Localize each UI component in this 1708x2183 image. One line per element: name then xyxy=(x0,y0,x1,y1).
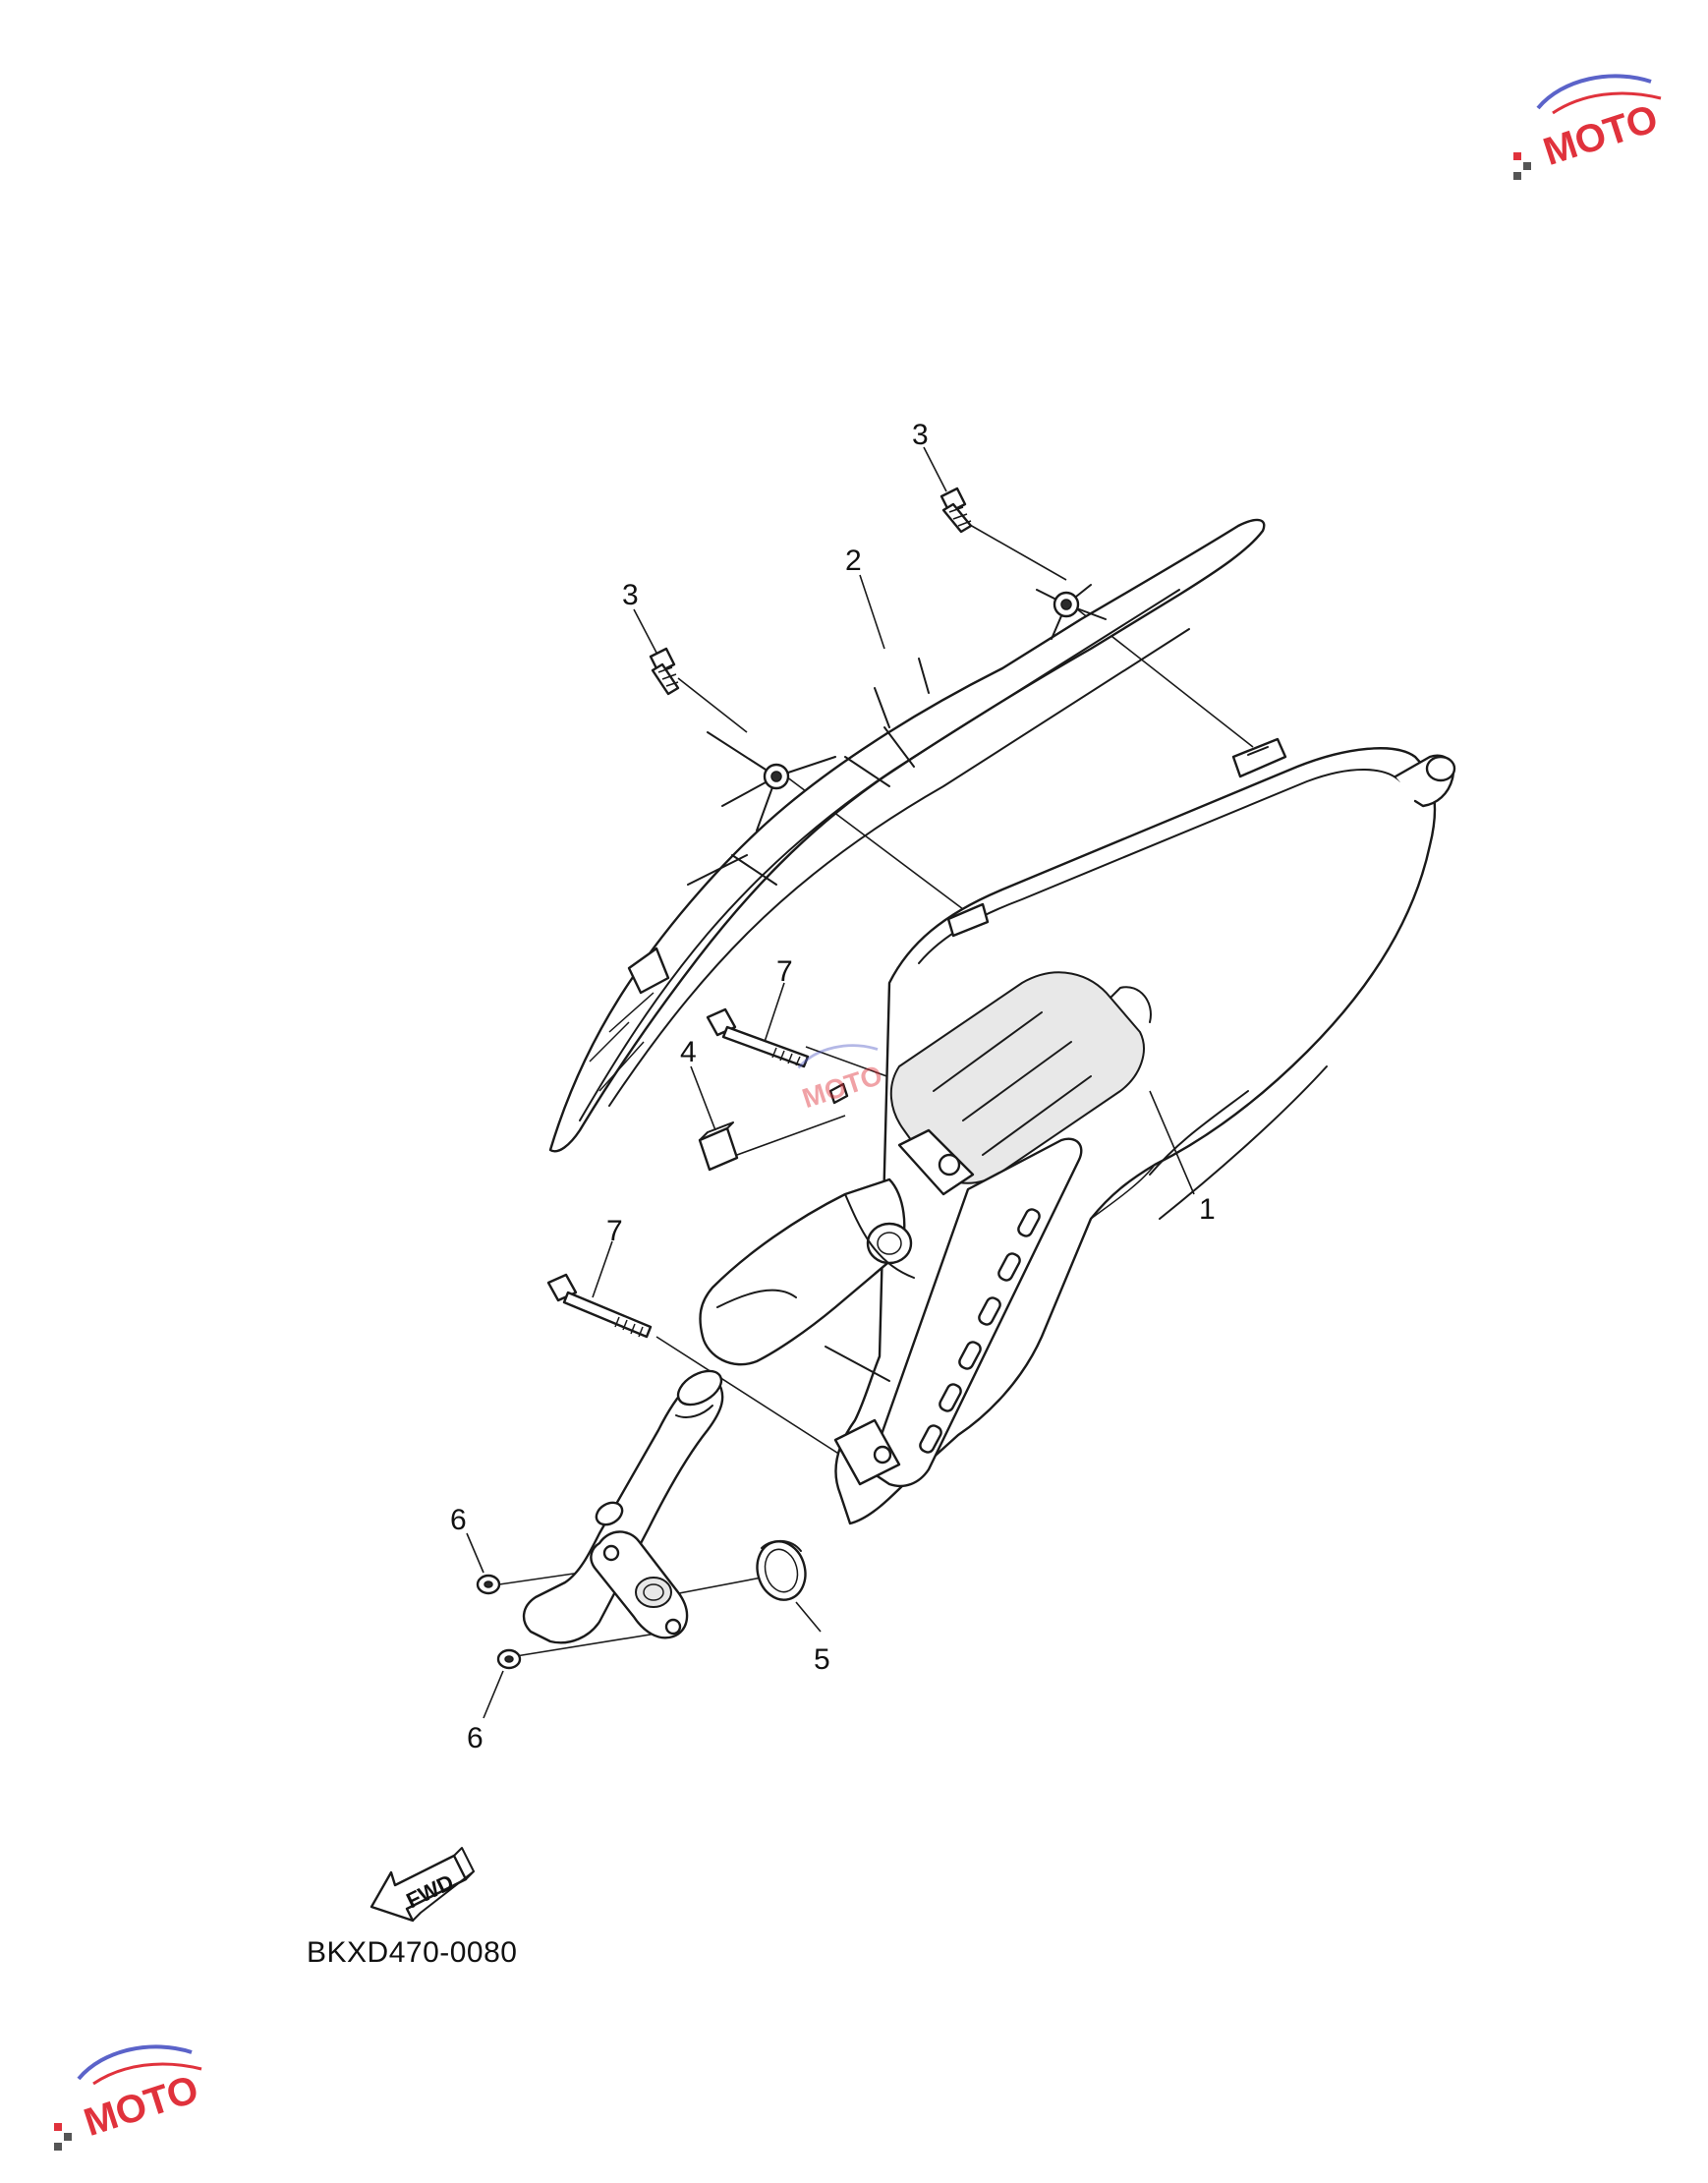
svg-text:MOTO: MOTO xyxy=(1538,96,1663,174)
guard-perforations xyxy=(919,1208,1041,1454)
callout-4: 4 xyxy=(680,1036,697,1068)
callout-3-right: 3 xyxy=(912,419,929,451)
cover-mount-boss-right xyxy=(1036,584,1107,640)
callout-leaders xyxy=(466,446,1195,1719)
callout-numbers: 1 2 3 3 4 5 6 6 7 7 xyxy=(450,419,1216,1754)
screw-part-3-right xyxy=(939,487,973,534)
svg-text:MOTO: MOTO xyxy=(79,2067,203,2145)
callout-2: 2 xyxy=(845,545,862,577)
callout-1: 1 xyxy=(1199,1193,1216,1226)
moto-guide-logo-icon: MOTO xyxy=(1513,74,1663,180)
damper-part-4 xyxy=(698,1082,849,1172)
screw-part-3-left xyxy=(649,647,680,696)
callout-5: 5 xyxy=(814,1643,830,1676)
bolt-part-7-upper xyxy=(706,1007,810,1068)
nut-part-6-upper xyxy=(476,1574,501,1595)
muffler-body-part-1 xyxy=(699,737,1456,1525)
svg-text:MOTO: MOTO xyxy=(799,1060,886,1114)
nut-part-6-lower xyxy=(496,1648,522,1670)
callout-6-lower: 6 xyxy=(467,1722,484,1754)
callout-7-lower: 7 xyxy=(606,1215,623,1247)
fwd-arrow-icon: FWD xyxy=(370,1847,475,1923)
bolt-part-7-lower xyxy=(546,1273,653,1339)
drawing-code: BKXD470-0080 xyxy=(307,1936,518,1969)
moto-guide-logo-icon: MOTO xyxy=(54,2044,203,2151)
callout-3-left: 3 xyxy=(622,579,639,611)
gasket-part-5 xyxy=(756,1539,807,1601)
moto-guide-logo-icon: MOTO xyxy=(797,1044,886,1114)
muffler-cover-part-2 xyxy=(548,518,1266,1153)
cover-mount-boss-left xyxy=(707,731,836,832)
callout-6-upper: 6 xyxy=(450,1504,467,1536)
exhaust-head-pipe xyxy=(522,1369,724,1644)
callout-7-upper: 7 xyxy=(776,955,793,988)
